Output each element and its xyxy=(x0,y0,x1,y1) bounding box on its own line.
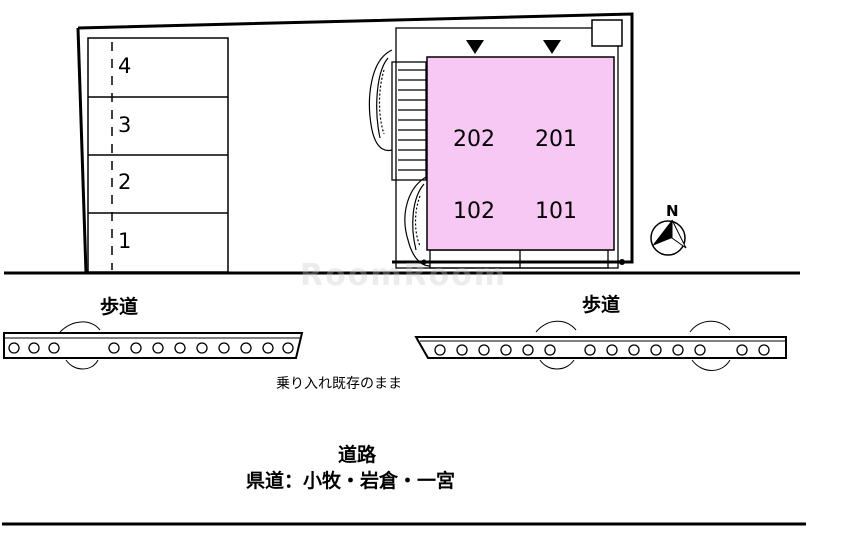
parking-space-label: 4 xyxy=(118,54,132,78)
entrance-arrow-icon xyxy=(466,40,484,54)
parking-space-label: 1 xyxy=(118,229,132,253)
planter-strip-left xyxy=(3,321,304,370)
apartment-building xyxy=(426,56,615,251)
unit-label: 102 xyxy=(453,199,495,224)
shrub xyxy=(368,49,393,152)
road-label: 道路 xyxy=(338,444,377,466)
compass-icon xyxy=(650,219,687,256)
watermark: RoomRoom xyxy=(300,258,508,293)
road-name: 県道：小牧・岩倉・一宮 xyxy=(246,470,456,492)
lot-boundary xyxy=(76,12,634,274)
shrub xyxy=(404,175,431,267)
post xyxy=(421,259,427,265)
parking-space-label: 3 xyxy=(118,113,132,137)
entrance-arrow-icon xyxy=(543,40,561,54)
planter-strip-right xyxy=(414,320,787,371)
parking-area xyxy=(87,37,229,273)
parking-space-label: 2 xyxy=(118,170,132,194)
unit-label: 101 xyxy=(535,199,577,224)
unit-label: 201 xyxy=(535,127,577,152)
unit-label: 202 xyxy=(453,127,495,152)
entrance-note: 乗り入れ既存のまま xyxy=(276,376,402,392)
utility-box xyxy=(591,19,623,47)
sidewalk-label: 歩道 xyxy=(582,294,621,316)
sidewalk-label: 歩道 xyxy=(100,296,139,318)
post xyxy=(619,259,625,265)
compass-north-label: N xyxy=(666,202,679,220)
